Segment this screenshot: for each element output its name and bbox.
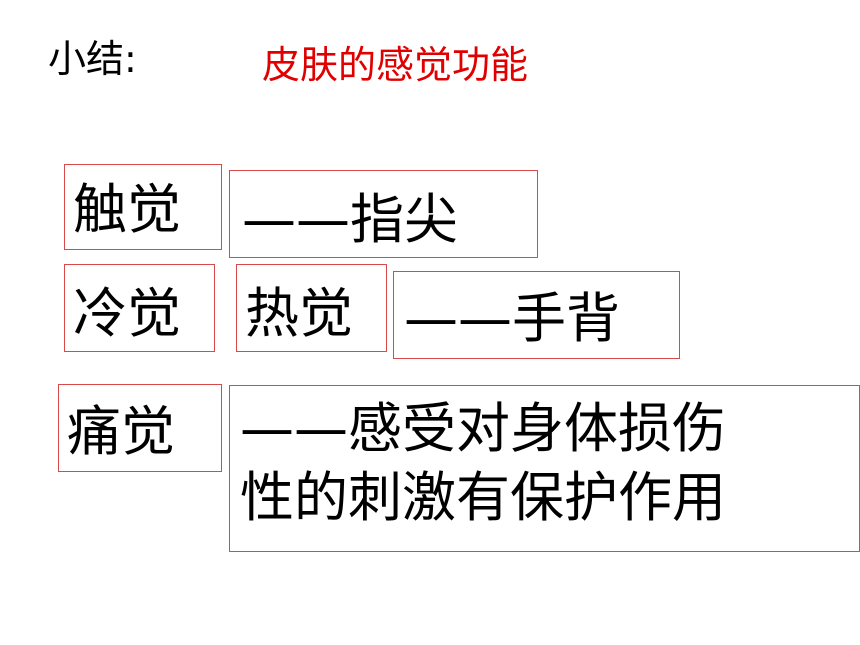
summary-label: 小结: <box>48 37 137 81</box>
temperature-location-box: ——手背 <box>393 271 680 359</box>
slide-title: 皮肤的感觉功能 <box>262 43 529 87</box>
pain-sense-label: 痛觉 <box>67 400 175 463</box>
touch-location-box: ——指尖 <box>229 170 538 258</box>
heat-sense-box: 热觉 <box>236 264 387 352</box>
pain-description-line-2: 性的刺激有保护作用 <box>240 466 726 530</box>
pain-sense-box: 痛觉 <box>58 384 222 472</box>
touch-sense-label: 触觉 <box>73 178 181 241</box>
pain-description-box: ——感受对身体损伤 性的刺激有保护作用 <box>229 385 860 552</box>
heat-sense-label: 热觉 <box>245 282 353 345</box>
cold-sense-box: 冷觉 <box>64 264 215 352</box>
touch-sense-box: 触觉 <box>64 164 222 250</box>
temperature-location-text: ——手背 <box>404 287 620 350</box>
pain-description-line-1: ——感受对身体损伤 <box>240 397 726 460</box>
cold-sense-label: 冷觉 <box>73 282 181 345</box>
touch-location-text: ——指尖 <box>242 188 458 251</box>
